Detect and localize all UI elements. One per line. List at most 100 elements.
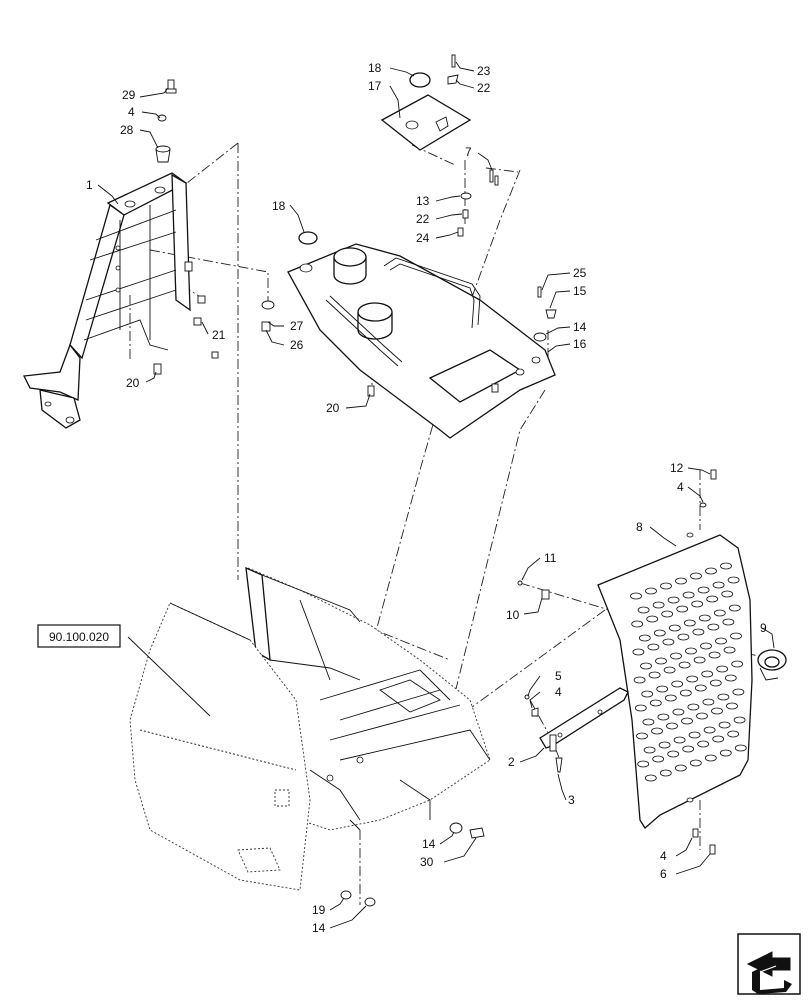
grille-hole — [636, 732, 648, 740]
grille-hole — [666, 722, 678, 730]
callout-4: 4 — [128, 105, 135, 119]
callout-15: 15 — [573, 284, 587, 298]
callout-14: 14 — [422, 837, 436, 851]
next-page-arrow-icon[interactable] — [737, 933, 801, 995]
grille-hole — [681, 717, 693, 725]
reference-label: 90.100.020 — [49, 630, 109, 644]
callout-labels: 29 4 28 1 20 21 27 26 18 17 23 22 7 13 2… — [86, 61, 767, 935]
grille-hole — [662, 638, 675, 646]
grille-hole — [723, 646, 736, 654]
callout-1: 1 — [86, 178, 93, 192]
grille-hole — [630, 592, 642, 600]
callout-12: 12 — [670, 461, 684, 475]
grille-hole — [671, 680, 684, 688]
plate-hardware — [457, 169, 499, 237]
grille-hole — [652, 755, 665, 763]
grille-hole — [698, 614, 711, 622]
grille-hole — [661, 610, 674, 618]
grille-hole — [691, 600, 704, 608]
grille-hole — [676, 605, 689, 613]
grille-hole — [648, 671, 661, 679]
grille-hole — [685, 647, 697, 655]
grille-hole — [733, 716, 746, 724]
grille-hole — [703, 726, 716, 734]
reference-box[interactable]: 90.100.020 — [37, 624, 121, 648]
grille-hole — [732, 688, 745, 696]
grille-hole — [727, 730, 740, 738]
frame-hardware — [340, 822, 485, 907]
grille-hole — [727, 576, 740, 584]
grille-hole — [659, 769, 672, 777]
grille-hole — [679, 689, 692, 697]
grille-hole — [730, 632, 742, 640]
latch-part-9 — [757, 649, 787, 681]
grille-hole — [643, 746, 656, 754]
grille-hole — [697, 740, 710, 748]
callout-22: 22 — [477, 81, 491, 95]
grille-hole — [707, 623, 720, 631]
grille-hole — [734, 744, 747, 752]
callout-21: 21 — [212, 328, 226, 342]
callout-25: 25 — [573, 266, 587, 280]
callout-9: 9 — [760, 621, 767, 635]
callout-6: 6 — [660, 867, 667, 881]
grille-hole — [664, 694, 677, 702]
grille-hole — [721, 590, 734, 598]
grille-hole — [713, 609, 726, 617]
grille-hole — [716, 665, 729, 673]
callout-11: 11 — [544, 551, 557, 565]
grille-hole — [724, 674, 737, 682]
top-panel-part-16 — [287, 231, 556, 439]
grille-hole — [668, 624, 681, 632]
grille-hole — [649, 699, 662, 707]
callout-18: 18 — [368, 61, 382, 75]
callout-20: 20 — [326, 401, 340, 415]
grille-hole — [712, 735, 725, 743]
grille-hole — [701, 670, 714, 678]
grille-hole — [641, 690, 654, 698]
callout-2: 2 — [508, 755, 515, 769]
bracket-part-1 — [23, 172, 191, 429]
callout-16: 16 — [573, 337, 587, 351]
callout-28: 28 — [120, 123, 134, 137]
grille-hole — [689, 759, 702, 767]
grille-hole — [652, 601, 665, 609]
callout-30: 30 — [420, 855, 434, 869]
callout-7: 7 — [465, 145, 472, 159]
grille-hole — [633, 676, 646, 684]
grille-hole — [728, 604, 741, 612]
callout-19: 19 — [312, 903, 326, 917]
callout-8: 8 — [636, 520, 643, 534]
grille-hole — [715, 637, 727, 645]
grille-hole — [697, 586, 710, 594]
grille-hole — [655, 657, 667, 665]
grille-hardware — [517, 469, 717, 855]
callout-18: 18 — [272, 199, 286, 213]
callout-5: 5 — [555, 669, 562, 683]
grille-hole — [631, 620, 644, 628]
grille-hole — [709, 679, 722, 687]
grille-hole — [673, 736, 686, 744]
grille-hole — [722, 618, 735, 626]
cover-plate-part-17 — [380, 54, 472, 151]
callout-29: 29 — [122, 88, 136, 102]
leader-lines — [97, 61, 775, 929]
grille-hole — [704, 754, 717, 762]
panel-hardware — [367, 286, 557, 397]
callout-17: 17 — [368, 79, 382, 93]
grille-hole — [700, 642, 712, 650]
grille-hole — [708, 651, 721, 659]
grille-hole — [632, 648, 645, 656]
grille-hole — [717, 693, 730, 701]
grille-hole — [705, 567, 717, 575]
grille-hole — [683, 619, 696, 627]
grille-hole — [667, 596, 680, 604]
grille-hole — [657, 713, 670, 721]
callout-13: 13 — [416, 194, 430, 208]
grille-hole — [694, 684, 707, 692]
grille-hole — [688, 731, 701, 739]
hinge-part-2 — [539, 687, 629, 773]
grille-hole — [645, 587, 657, 595]
grille-hole — [712, 581, 725, 589]
grille-hole — [682, 745, 695, 753]
